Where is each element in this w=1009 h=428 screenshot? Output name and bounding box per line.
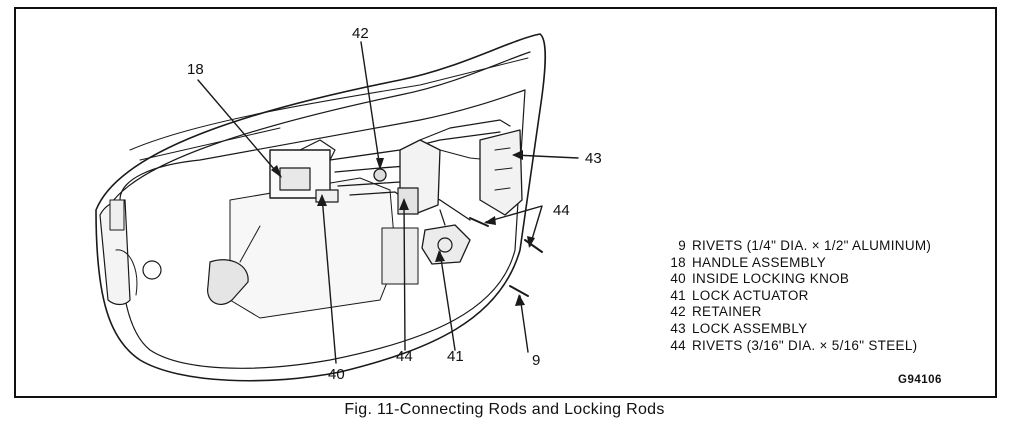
rivet-lower <box>509 285 529 297</box>
callout-18: 18 <box>187 61 204 78</box>
legend-number: 43 <box>670 320 686 336</box>
leader-44-right <box>485 205 543 247</box>
legend-text: HANDLE ASSEMBLY <box>692 254 827 270</box>
legend-item: 43 LOCK ASSEMBLY <box>664 321 931 338</box>
rivet-middle <box>524 239 543 253</box>
retainer <box>373 168 387 182</box>
rivet-upper <box>469 217 489 227</box>
leader-44-bottom <box>403 199 406 351</box>
legend-number: 9 <box>678 238 686 253</box>
arrowhead-42 <box>376 158 384 170</box>
door-outer-panel <box>95 33 547 382</box>
locking-knob <box>315 189 339 203</box>
access-panel-strip <box>239 225 261 263</box>
callout-44-bottom: 44 <box>396 348 413 365</box>
arrowhead-9 <box>515 294 525 306</box>
handle-pocket <box>207 259 249 305</box>
access-hole <box>381 227 419 285</box>
arrowhead-44-right-a <box>484 216 496 225</box>
lock-assembly-pin <box>494 147 513 191</box>
handle-assembly-lever <box>279 167 311 191</box>
leader-41 <box>439 251 456 351</box>
figure-frame <box>14 7 997 398</box>
legend-text: RIVETS (3/16" DIA. × 5/16" STEEL) <box>692 337 918 353</box>
legend-item: 41 LOCK ACTUATOR <box>664 288 931 305</box>
leader-42 <box>360 41 381 169</box>
arrowhead-44-bottom <box>399 198 409 210</box>
drawing-code: G94106 <box>898 374 942 386</box>
lock-actuator-motor <box>397 187 419 215</box>
leader-18 <box>197 79 281 177</box>
leader-40 <box>321 195 337 364</box>
callout-43: 43 <box>585 150 602 167</box>
legend-text: INSIDE LOCKING KNOB <box>692 271 850 287</box>
door-hinge-recess <box>115 249 138 296</box>
callout-40: 40 <box>328 366 345 383</box>
legend-text: RETAINER <box>692 304 762 320</box>
door-trim-strip <box>139 127 281 161</box>
lower-actuator-gear <box>437 237 453 253</box>
legend-text: LOCK ACTUATOR <box>692 287 809 303</box>
arrowhead-44-right-b <box>527 236 535 248</box>
legend-number: 18 <box>670 254 686 270</box>
legend-item: 9 RIVETS (1/4" DIA. × 1/2" ALUMINUM) <box>664 238 931 255</box>
legend-item: 44 RIVETS (3/16" DIA. × 5/16" STEEL) <box>664 338 931 355</box>
legend-number: 40 <box>670 271 686 287</box>
legend-number: 41 <box>670 287 686 303</box>
legend-number: 44 <box>670 337 686 353</box>
leader-43 <box>513 154 579 159</box>
arrowhead-43 <box>512 150 523 160</box>
lock-actuator-link <box>419 119 511 141</box>
door-inner-panel <box>119 89 526 369</box>
legend-item: 40 INSIDE LOCKING KNOB <box>664 271 931 288</box>
legend-text: RIVETS (1/4" DIA. × 1/2" ALUMINUM) <box>692 238 932 253</box>
arrowhead-40 <box>317 194 327 206</box>
inner-access-panel <box>229 177 397 319</box>
door-window-channel <box>129 57 529 151</box>
legend-item: 42 RETAINER <box>664 304 931 321</box>
arrowhead-41 <box>435 250 445 262</box>
callout-42: 42 <box>352 25 369 42</box>
handle-assembly-arm <box>299 139 336 161</box>
callout-41: 41 <box>447 348 464 365</box>
arrowhead-18 <box>271 165 282 178</box>
legend-number: 42 <box>670 304 686 320</box>
lock-assembly <box>479 129 523 216</box>
parts-legend: 9 RIVETS (1/4" DIA. × 1/2" ALUMINUM) 18 HA… <box>664 238 931 354</box>
lower-actuator-rod <box>439 209 446 226</box>
door-slot <box>109 199 125 231</box>
door-hole <box>142 260 162 280</box>
callout-9: 9 <box>532 352 541 369</box>
callout-44-right: 44 <box>553 202 570 219</box>
lower-actuator <box>421 224 471 265</box>
legend-text: LOCK ASSEMBLY <box>692 320 808 336</box>
legend-item: 18 HANDLE ASSEMBLY <box>664 255 931 272</box>
figure-caption: Fig. 11-Connecting Rods and Locking Rods <box>344 401 665 418</box>
